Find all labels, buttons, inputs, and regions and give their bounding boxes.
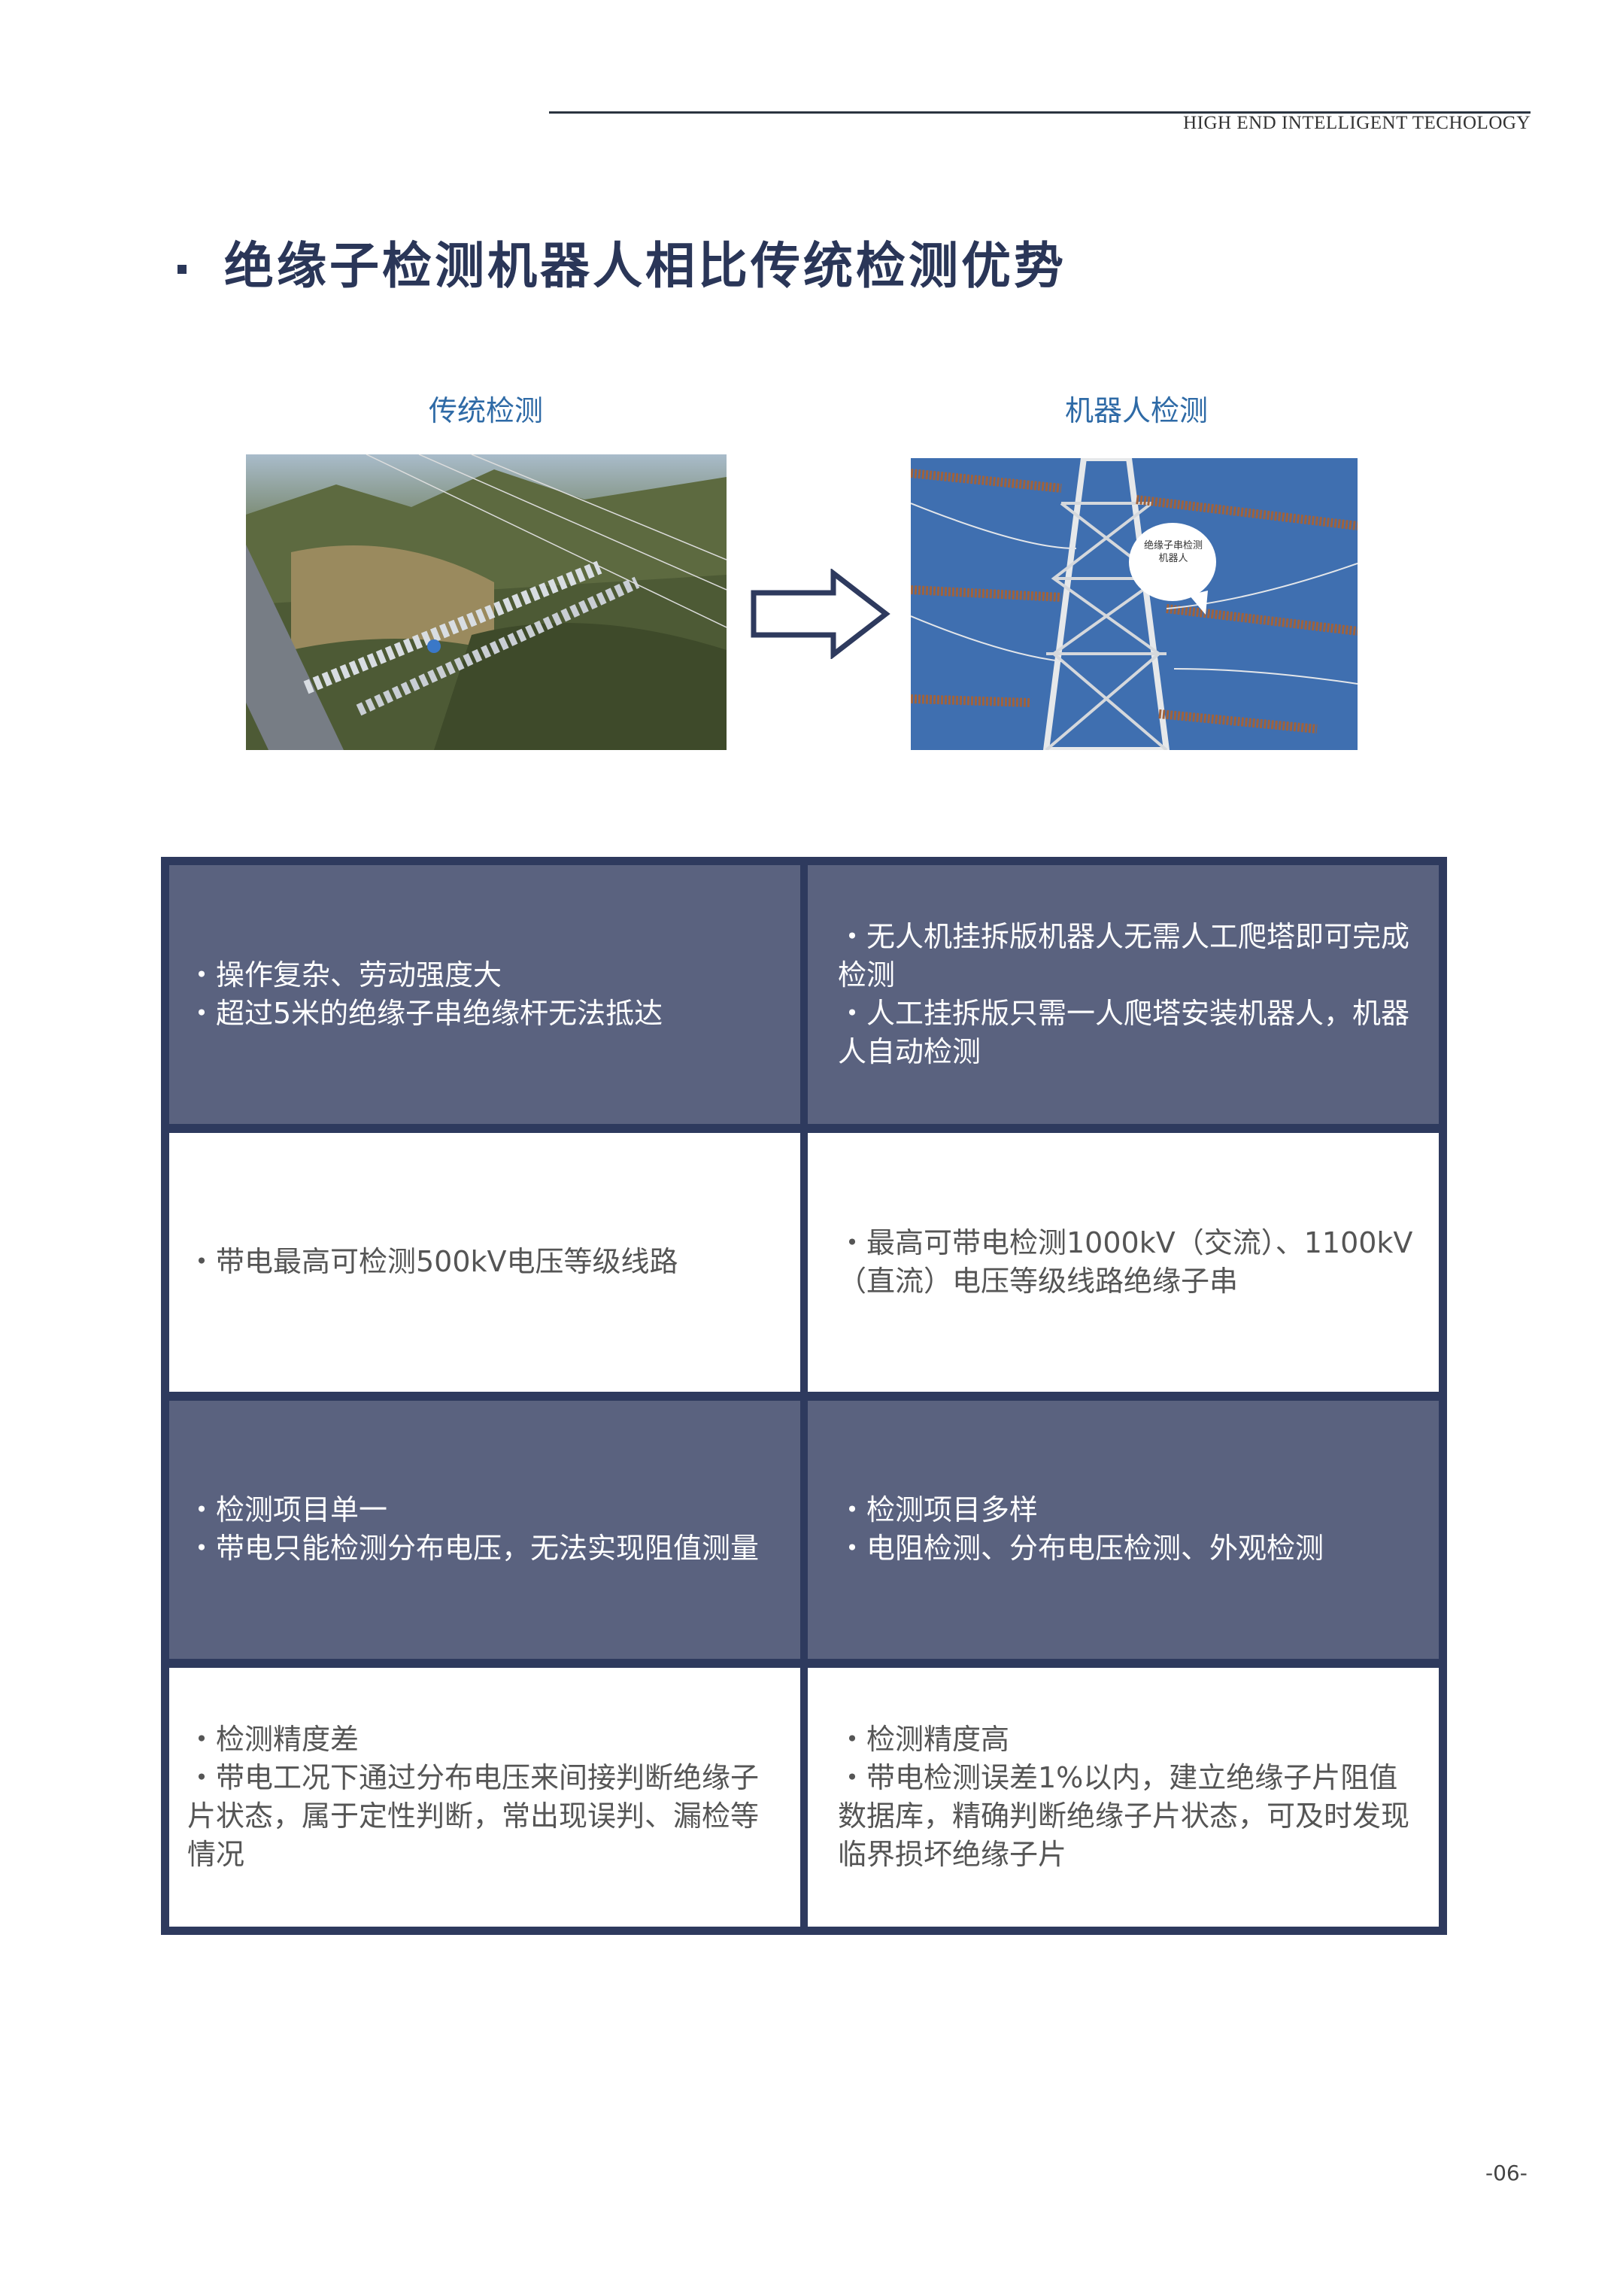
table-cell-traditional-1: ・操作复杂、劳动强度大 ・超过5米的绝缘子串绝缘杆无法抵达 [169,865,800,1124]
cell-text: ・无人机挂拆版机器人无需人工爬塔即可完成检测 ・人工挂拆版只需一人爬塔安装机器人… [838,919,1410,1068]
table-cell-traditional-3: ・检测项目单一 ・带电只能检测分布电压，无法实现阻值测量 [169,1400,800,1660]
bullet-icon [177,264,187,274]
table-cell-traditional-2: ・带电最高可检测500kV电压等级线路 [169,1132,800,1392]
cell-text: ・检测精度差 ・带电工况下通过分布电压来间接判断绝缘子片状态，属于定性判断，常出… [187,1723,760,1872]
table-cell-robot-4: ・检测精度高 ・带电检测误差1%以内，建立绝缘子片阻值数据库，精确判断绝缘子片状… [808,1668,1439,1927]
cell-text: ・检测项目多样 ・电阻检测、分布电压检测、外观检测 [838,1493,1324,1566]
table-cell-robot-3: ・检测项目多样 ・电阻检测、分布电压检测、外观检测 [808,1400,1439,1660]
cell-text: ・带电最高可检测500kV电压等级线路 [187,1245,678,1279]
traditional-inspection-photo [246,454,727,750]
table-cell-traditional-4: ・检测精度差 ・带电工况下通过分布电压来间接判断绝缘子片状态，属于定性判断，常出… [169,1668,800,1927]
robot-label: 机器人检测 [1064,394,1208,427]
comparison-table: ・操作复杂、劳动强度大 ・超过5米的绝缘子串绝缘杆无法抵达 ・无人机挂拆版机器人… [161,857,1447,1935]
page-title-text: 绝缘子检测机器人相比传统检测优势 [224,237,1066,295]
cell-text: ・检测精度高 ・带电检测误差1%以内，建立绝缘子片阻值数据库，精确判断绝缘子片状… [838,1723,1410,1872]
right-arrow-icon [751,569,890,659]
page-title: 绝缘子检测机器人相比传统检测优势 [177,226,1066,298]
cell-text: ・最高可带电检测1000kV（交流）、1100kV（直流）电压等级线路绝缘子串 [838,1225,1413,1298]
cell-text: ・操作复杂、劳动强度大 ・超过5米的绝缘子串绝缘杆无法抵达 [187,958,663,1030]
header-tagline: HIGH END INTELLIGENT TECHOLOGY [1183,113,1531,133]
cell-text: ・检测项目单一 ・带电只能检测分布电压，无法实现阻值测量 [187,1493,760,1566]
traditional-label: 传统检测 [428,394,543,427]
table-cell-robot-1: ・无人机挂拆版机器人无需人工爬塔即可完成检测 ・人工挂拆版只需一人爬塔安装机器人… [808,865,1439,1124]
robot-speech-bubble: 绝缘子串检测机器人 [1143,540,1203,564]
header-rule [549,111,1531,114]
page-number: -06- [1485,2161,1528,2185]
robot-inspection-photo: 绝缘子串检测机器人 [911,458,1358,750]
table-cell-robot-2: ・最高可带电检测1000kV（交流）、1100kV（直流）电压等级线路绝缘子串 [808,1132,1439,1392]
